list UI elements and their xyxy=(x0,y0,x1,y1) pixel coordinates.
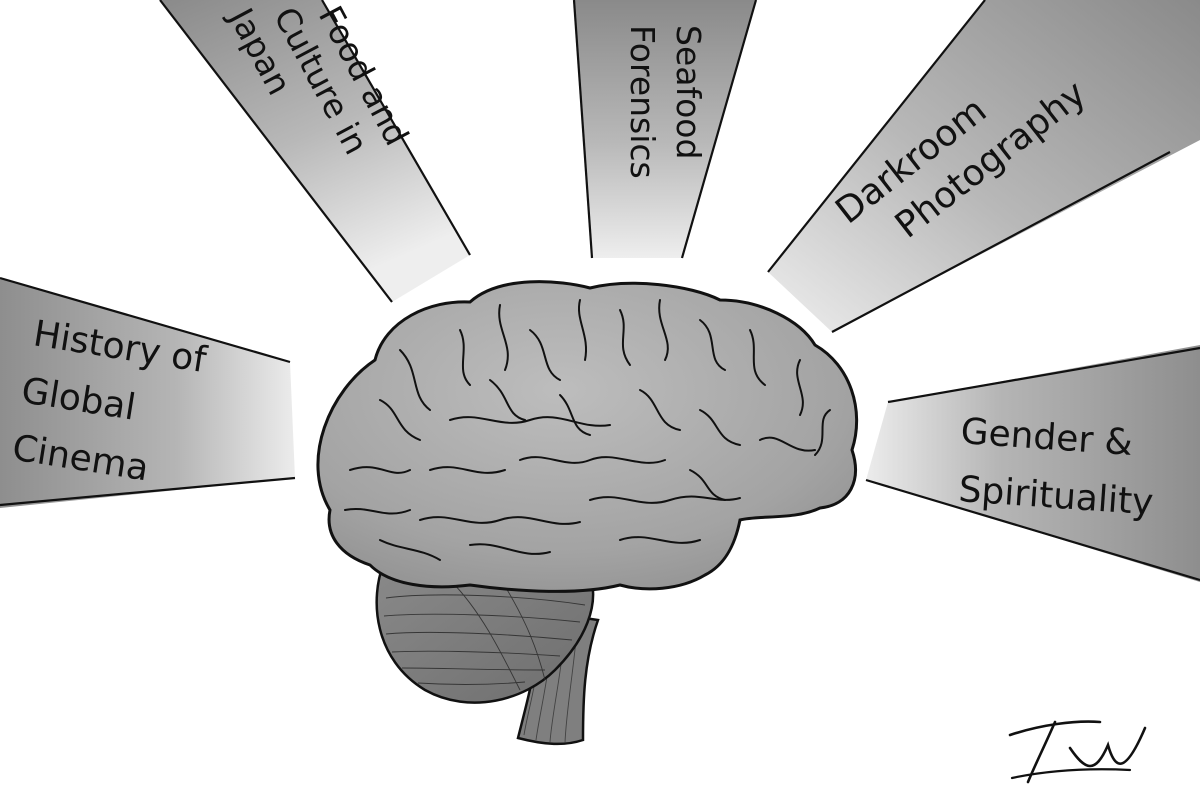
ray-gender xyxy=(865,345,1200,582)
brain xyxy=(316,280,859,746)
ray-darkroom xyxy=(767,0,1200,333)
ray-japan xyxy=(159,0,471,303)
ray-seafood xyxy=(572,0,758,259)
ray-label-seafood: Seafood Forensics xyxy=(623,25,708,179)
cerebrum xyxy=(316,280,859,593)
signature xyxy=(1008,720,1147,784)
ray-label-gender: Gender & Spirituality xyxy=(955,411,1158,523)
ray-cinema xyxy=(0,276,296,508)
